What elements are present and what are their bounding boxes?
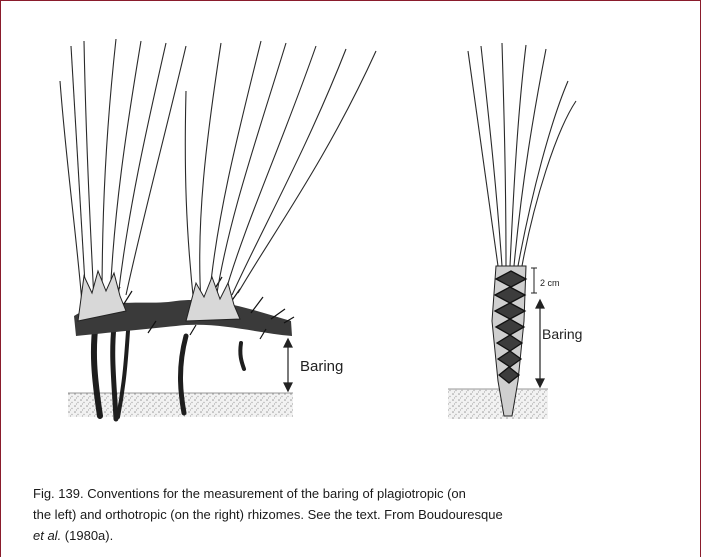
orthotropic-rhizome-drawing: 2 cm Baring	[448, 43, 582, 419]
right-baring-arrow	[536, 300, 544, 387]
right-scale-label: 2 cm	[540, 278, 560, 288]
rhizome-figure: Baring	[56, 21, 616, 446]
left-baring-arrow	[284, 339, 292, 391]
right-sediment	[448, 389, 548, 419]
caption-line-1: Fig. 139. Conventions for the measuremen…	[33, 486, 466, 501]
left-leaf-bundle-1	[60, 39, 186, 303]
caption-line-2: the left) and orthotropic (on the right)…	[33, 507, 503, 522]
figure-caption: Fig. 139. Conventions for the measuremen…	[33, 483, 633, 546]
plagiotropic-rhizome-drawing: Baring	[60, 39, 376, 419]
right-leaf-bundle	[468, 43, 576, 266]
left-leaf-bundle-2	[185, 41, 376, 305]
caption-line-3: (1980a).	[61, 528, 113, 543]
caption-italic: et al.	[33, 528, 61, 543]
left-baring-label: Baring	[300, 358, 343, 375]
right-baring-label: Baring	[542, 326, 582, 342]
right-scale-bracket	[531, 268, 537, 293]
